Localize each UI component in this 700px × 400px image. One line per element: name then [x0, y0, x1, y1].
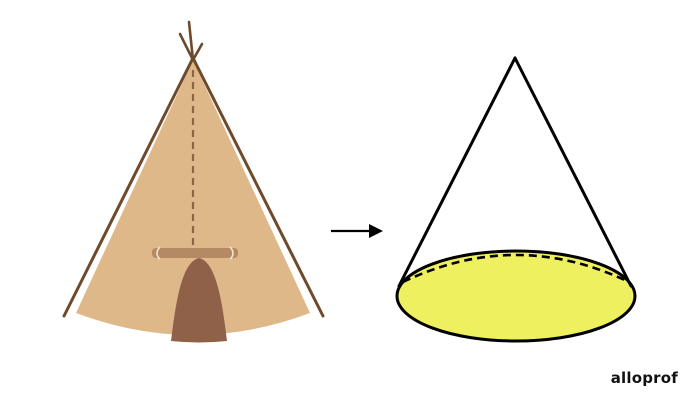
- teepee-pole-top-2: [187, 20, 195, 62]
- teepee-pole-left: [62, 56, 195, 318]
- teepee-fabric: [76, 60, 310, 335]
- teepee-illustration: [62, 20, 325, 343]
- cone-slant-right: [513, 56, 633, 288]
- teepee-tie-right: [229, 246, 234, 260]
- cone-slant-left: [397, 56, 517, 288]
- teepee-pole-top-1: [178, 32, 195, 62]
- teepee-tie-left: [156, 246, 161, 260]
- teepee-crossbar: [152, 248, 238, 258]
- cone-figure: [395, 56, 637, 343]
- cone-base-hidden-edge: [402, 253, 630, 284]
- right-arrow-icon: [331, 224, 383, 238]
- alloprof-logo: alloprof: [610, 369, 678, 387]
- teepee-door: [171, 258, 227, 343]
- arrow-head: [369, 224, 383, 238]
- teepee-pole-right: [191, 56, 325, 318]
- teepee-pole-top-3: [191, 42, 204, 62]
- cone-base: [395, 249, 637, 343]
